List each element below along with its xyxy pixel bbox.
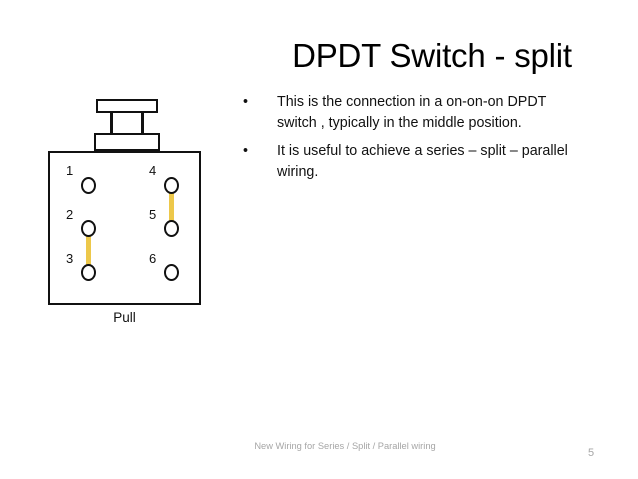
terminal-label-1: 1 xyxy=(66,163,74,178)
slide-footer: New Wiring for Series / Split / Parallel… xyxy=(254,441,436,451)
terminal-5 xyxy=(164,220,179,237)
terminal-2 xyxy=(81,220,96,237)
terminal-1 xyxy=(81,177,96,194)
terminal-label-5: 5 xyxy=(149,207,157,222)
page-title: DPDT Switch - split xyxy=(292,37,572,74)
dpdt-switch-diagram: 1 2 3 4 5 6 Pull xyxy=(40,92,220,337)
terminal-4 xyxy=(164,177,179,194)
bullet-text-2: It is useful to achieve a series – split… xyxy=(277,143,568,180)
switch-actuator-stem-icon xyxy=(110,113,144,133)
terminal-label-4: 4 xyxy=(149,163,157,178)
wire-4-to-5 xyxy=(169,183,174,228)
bullet-item-1: • This is the connection in a on-on-on D… xyxy=(241,92,581,134)
pull-label: Pull xyxy=(113,310,136,325)
terminal-6 xyxy=(164,264,179,281)
switch-actuator-base-icon xyxy=(94,133,160,151)
page-number: 5 xyxy=(587,447,595,459)
bullet-marker-icon: • xyxy=(243,94,249,110)
wire-2-to-3 xyxy=(86,226,91,271)
terminal-3 xyxy=(81,264,96,281)
bullet-text-1: This is the connection in a on-on-on DPD… xyxy=(277,94,547,131)
switch-actuator-top-icon xyxy=(96,99,158,113)
terminal-label-2: 2 xyxy=(66,207,74,222)
terminal-label-6: 6 xyxy=(149,251,157,266)
terminal-label-3: 3 xyxy=(66,251,74,266)
bullet-marker-icon: • xyxy=(243,143,249,159)
bullet-list: • This is the connection in a on-on-on D… xyxy=(241,92,581,190)
switch-body-outline xyxy=(48,151,201,305)
bullet-item-2: • It is useful to achieve a series – spl… xyxy=(241,141,581,183)
